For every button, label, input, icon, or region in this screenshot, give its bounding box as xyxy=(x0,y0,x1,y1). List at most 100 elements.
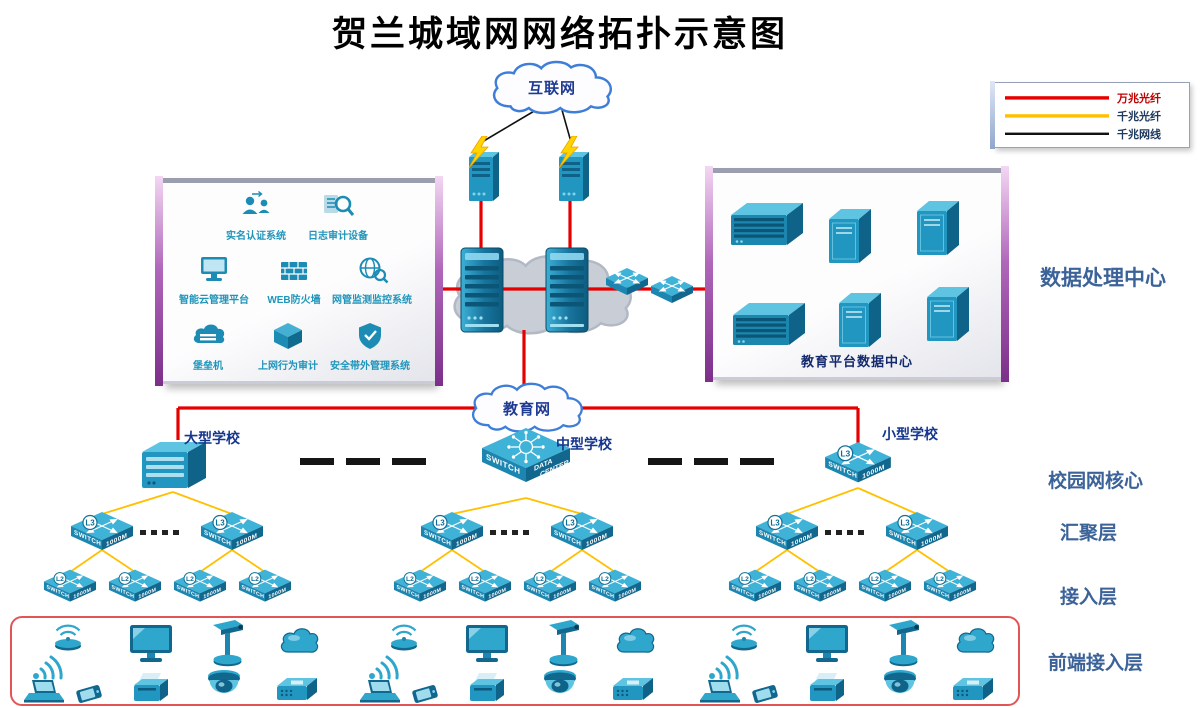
server-cabinet-icon xyxy=(828,208,872,264)
education-network-cloud: 教育网 xyxy=(456,382,598,436)
laptop-icon xyxy=(22,679,64,708)
layer-label-aggregation: 汇聚层 xyxy=(1060,523,1118,544)
printer-icon xyxy=(806,671,846,708)
data-center-panel: 教育平台数据中心 xyxy=(705,166,1009,382)
l2-switch-icon xyxy=(858,569,912,603)
oob-mgmt-icon xyxy=(357,321,383,351)
layer-label-access: 接入层 xyxy=(1060,587,1118,608)
l2-access-switch xyxy=(107,568,163,615)
security-item-oob-mgmt: 安全带外管理系统 xyxy=(327,321,413,372)
l2-switch-icon xyxy=(793,569,847,603)
layer-label-frontend: 前端接入层 xyxy=(1048,653,1144,674)
frontend-access-box xyxy=(10,616,1020,706)
diagram-title: 贺兰城域网网络拓扑示意图 xyxy=(331,15,788,54)
server-cabinet-2 xyxy=(913,197,963,264)
l2-access-switch xyxy=(42,568,98,615)
l3-switch-icon xyxy=(70,511,134,551)
card-reader-icon xyxy=(948,675,996,708)
separator-dash xyxy=(648,458,682,465)
firewall-right xyxy=(552,136,590,209)
security-item-label: 实名认证系统 xyxy=(226,231,286,242)
l2-access-switch xyxy=(857,568,913,615)
cloud-device-icon xyxy=(614,626,656,663)
separator-dash xyxy=(300,458,334,465)
l2-switch-icon xyxy=(238,569,292,603)
l3-switch-icon xyxy=(420,511,484,551)
cloud-device-icon xyxy=(278,626,320,663)
legend-label-1g-cable: 千兆网线 xyxy=(1117,129,1161,141)
legend-line-1g-cable xyxy=(1005,132,1109,135)
bastion-host-icon xyxy=(193,324,225,344)
l2-access-switch xyxy=(392,568,448,615)
security-item-label: WEB防火墙 xyxy=(267,295,321,306)
security-item-network-monitor: 网管监测监控系统 xyxy=(329,255,415,306)
security-item-label: 上网行为审计 xyxy=(258,361,318,372)
network-monitor-icon xyxy=(359,257,389,284)
smartphone-icon xyxy=(750,683,780,708)
separator-dash xyxy=(694,458,728,465)
legend-line-1g-fiber xyxy=(1005,114,1109,118)
l3-aggregation-switch xyxy=(199,510,265,565)
security-item-label: 安全带外管理系统 xyxy=(330,361,410,372)
l3-switch-icon xyxy=(755,511,819,551)
l3-switch-icon xyxy=(885,511,949,551)
l2-switch-icon xyxy=(43,569,97,603)
l3-aggregation-switch xyxy=(754,510,820,565)
firewall-icon xyxy=(558,136,590,202)
server-cabinet-3 xyxy=(835,289,885,356)
legend-line-10g-fiber xyxy=(1005,96,1109,100)
separator-dash xyxy=(392,458,426,465)
ptz-camera-icon xyxy=(541,618,587,673)
security-item-behavior-audit: 上网行为审计 xyxy=(245,321,331,372)
cloud-mgmt-icon xyxy=(201,257,227,281)
l2-access-switch xyxy=(587,568,643,615)
legend-row-10g-fiber: 万兆光纤 xyxy=(1005,89,1183,107)
firewall-left xyxy=(462,136,500,209)
layer-label-campus-core: 校园网核心 xyxy=(1048,471,1144,492)
l2-access-switch xyxy=(457,568,513,615)
rack-server-icon xyxy=(731,203,803,245)
security-item-label: 网管监测监控系统 xyxy=(332,295,412,306)
legend-row-1g-fiber: 千兆光纤 xyxy=(1005,107,1183,125)
rack-server-icon xyxy=(733,303,805,345)
printer-icon xyxy=(466,671,506,708)
l2-access-switch xyxy=(237,568,293,615)
internet-cloud: 互联网 xyxy=(476,60,628,118)
behavior-audit-icon xyxy=(274,323,302,349)
identity-auth-icon xyxy=(241,191,271,215)
ptz-camera-icon xyxy=(881,618,927,673)
security-item-bastion-host: 堡垒机 xyxy=(165,321,251,372)
dome-camera-icon xyxy=(880,667,920,708)
card-reader-icon xyxy=(272,675,320,708)
server-cabinet-icon xyxy=(916,200,960,256)
server-cabinet-1 xyxy=(825,205,875,272)
firewall-icon xyxy=(468,136,500,202)
security-item-log-audit: 日志审计设备 xyxy=(295,191,381,242)
layer-label-data-center: 数据处理中心 xyxy=(1040,267,1166,290)
core-switch-left xyxy=(456,246,508,339)
l2-access-switch xyxy=(792,568,848,615)
l2-access-switch xyxy=(522,568,578,615)
legend: 万兆光纤 千兆光纤 千兆网线 xyxy=(990,81,1190,149)
l2-switch-icon xyxy=(923,569,977,603)
legend-label-1g-fiber: 千兆光纤 xyxy=(1117,111,1161,123)
printer-icon xyxy=(130,671,170,708)
ptz-camera-icon xyxy=(205,618,251,673)
monitor-icon xyxy=(804,623,850,670)
laptop-icon xyxy=(358,679,400,708)
dome-camera-icon xyxy=(204,667,244,708)
l2-switch-icon xyxy=(393,569,447,603)
separator-dash xyxy=(740,458,774,465)
large-school-label: 大型学校 xyxy=(184,430,240,446)
core-switch-icon xyxy=(460,247,504,333)
ellipsis-dots xyxy=(490,530,532,535)
l2-access-switch xyxy=(727,568,783,615)
legend-row-1g-cable: 千兆网线 xyxy=(1005,125,1183,143)
dome-camera-icon xyxy=(540,667,580,708)
l2-switch-icon xyxy=(108,569,162,603)
l2-switch-icon xyxy=(728,569,782,603)
l3-aggregation-switch xyxy=(549,510,615,565)
server-cabinet-4 xyxy=(923,283,973,350)
core-switch-right xyxy=(541,246,593,339)
